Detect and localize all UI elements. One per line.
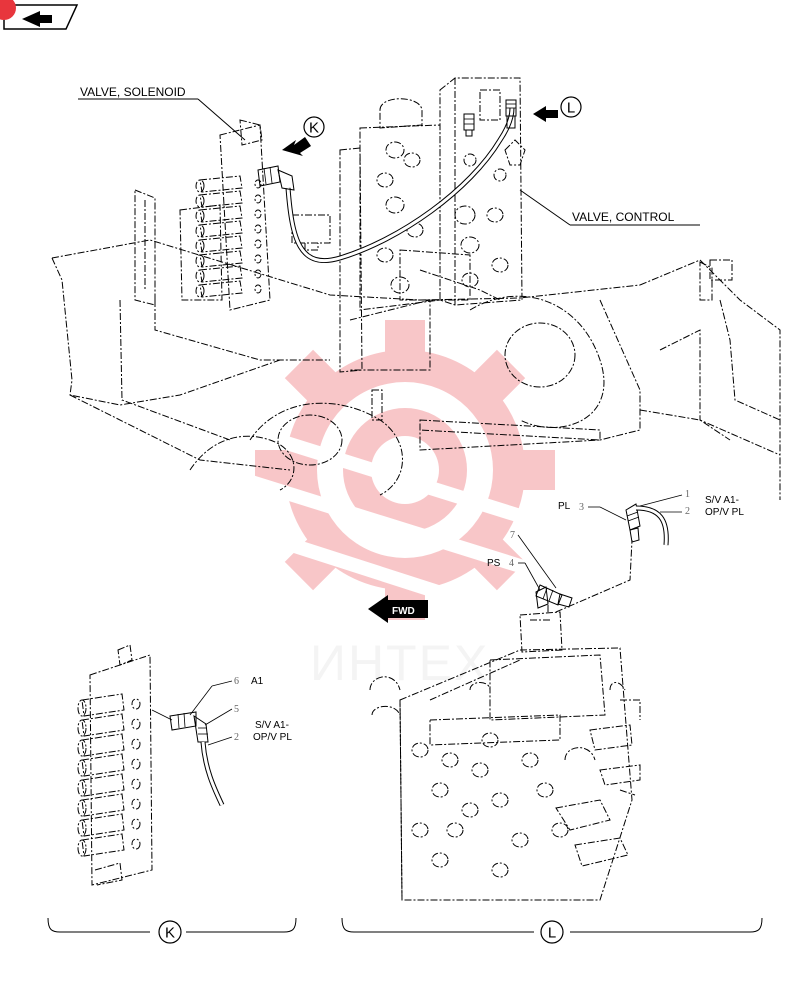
port-boss xyxy=(551,822,569,838)
adapter-fitting-main xyxy=(505,99,517,129)
port-boss xyxy=(446,822,464,838)
port-boss xyxy=(511,832,529,848)
svg-text:1: 1 xyxy=(685,489,690,500)
svg-text:2: 2 xyxy=(234,732,239,743)
label-a1: 6 A1 xyxy=(189,676,264,716)
solenoid-valve-main[interactable] xyxy=(179,119,331,311)
solenoid-coil xyxy=(81,833,125,857)
port-boss xyxy=(461,802,479,818)
elbow-fitting-main xyxy=(257,165,295,191)
svg-text:PS: PS xyxy=(487,558,501,569)
svg-text:5: 5 xyxy=(234,704,239,715)
port-boss xyxy=(411,742,429,758)
port-boss xyxy=(411,822,429,838)
elbow-fitting-k xyxy=(169,711,209,743)
svg-text:3: 3 xyxy=(579,502,584,513)
port-boss xyxy=(471,762,489,778)
leader-lines-detail-l xyxy=(547,539,633,613)
label-sv-a1-k: 5 2 S/V A1- OP/V PL xyxy=(204,704,292,746)
solenoid-coil xyxy=(199,205,243,223)
svg-text:L: L xyxy=(567,100,575,117)
svg-text:2: 2 xyxy=(685,506,690,517)
view-bracket-l[interactable]: L xyxy=(341,917,763,944)
label-valve-control: VALVE, CONTROL xyxy=(519,189,700,226)
solenoid-coil xyxy=(199,265,243,283)
solenoid-coil xyxy=(199,220,243,238)
svg-text:S/V A1-: S/V A1- xyxy=(255,720,289,731)
port-boss xyxy=(431,852,449,868)
port-boss xyxy=(536,782,554,798)
svg-text:OP/V PL: OP/V PL xyxy=(705,507,744,518)
svg-text:A1: A1 xyxy=(251,676,264,687)
port-boss xyxy=(431,782,449,798)
watermark-text: ИНТЕХ xyxy=(310,635,489,691)
solenoid-coil xyxy=(199,235,243,253)
solenoid-coil xyxy=(81,733,125,757)
solenoid-coil xyxy=(199,250,243,268)
svg-text:L: L xyxy=(548,925,556,942)
solenoid-coil xyxy=(81,773,125,797)
solenoid-coil xyxy=(81,693,125,717)
svg-text:K: K xyxy=(309,120,319,137)
view-arrow-l[interactable]: L xyxy=(533,96,582,122)
svg-text:7: 7 xyxy=(510,530,515,541)
solenoid-coil xyxy=(81,713,125,737)
label-sv-a1-l: 1 2 S/V A1- OP/V PL xyxy=(639,489,744,518)
fwd-arrow: FWD xyxy=(368,595,428,623)
solenoid-coil xyxy=(81,813,125,837)
svg-text:FWD: FWD xyxy=(392,606,415,617)
view-bracket-k[interactable]: K xyxy=(47,917,297,944)
label-valve-solenoid: VALVE, SOLENOID xyxy=(78,85,246,141)
solenoid-coil xyxy=(199,280,243,298)
solenoid-coil xyxy=(199,190,243,208)
port-boss xyxy=(491,792,509,808)
back-arrow-icon[interactable] xyxy=(0,0,79,30)
solenoid-coil xyxy=(81,753,125,777)
port-boss xyxy=(521,752,539,768)
label-ps: PS 4 7 xyxy=(487,530,557,591)
svg-text:K: K xyxy=(165,925,175,942)
frame-structure xyxy=(51,189,781,500)
svg-text:4: 4 xyxy=(509,558,514,569)
svg-text:VALVE, CONTROL: VALVE, CONTROL xyxy=(572,210,675,224)
port-boss xyxy=(491,862,509,878)
view-arrow-k[interactable]: K xyxy=(282,116,325,156)
plug-fitting-main xyxy=(463,113,475,137)
control-valve-detail-l xyxy=(369,611,641,901)
pilot-hose-main xyxy=(257,99,517,264)
svg-text:OP/V PL: OP/V PL xyxy=(253,732,292,743)
port-boss xyxy=(441,752,459,768)
watermark-logo: ИНТЕХ xyxy=(242,320,568,691)
solenoid-coil xyxy=(81,793,125,817)
svg-text:6: 6 xyxy=(234,676,239,687)
port-boss xyxy=(481,732,499,748)
solenoid-valve-detail-k xyxy=(77,644,225,886)
svg-text:VALVE, SOLENOID: VALVE, SOLENOID xyxy=(80,85,186,99)
label-pl: PL 3 xyxy=(558,501,627,521)
svg-text:PL: PL xyxy=(558,501,571,512)
pl-fitting xyxy=(625,503,669,546)
ps-fitting xyxy=(535,584,573,609)
solenoid-coil xyxy=(199,175,243,193)
svg-text:S/V A1-: S/V A1- xyxy=(705,495,739,506)
